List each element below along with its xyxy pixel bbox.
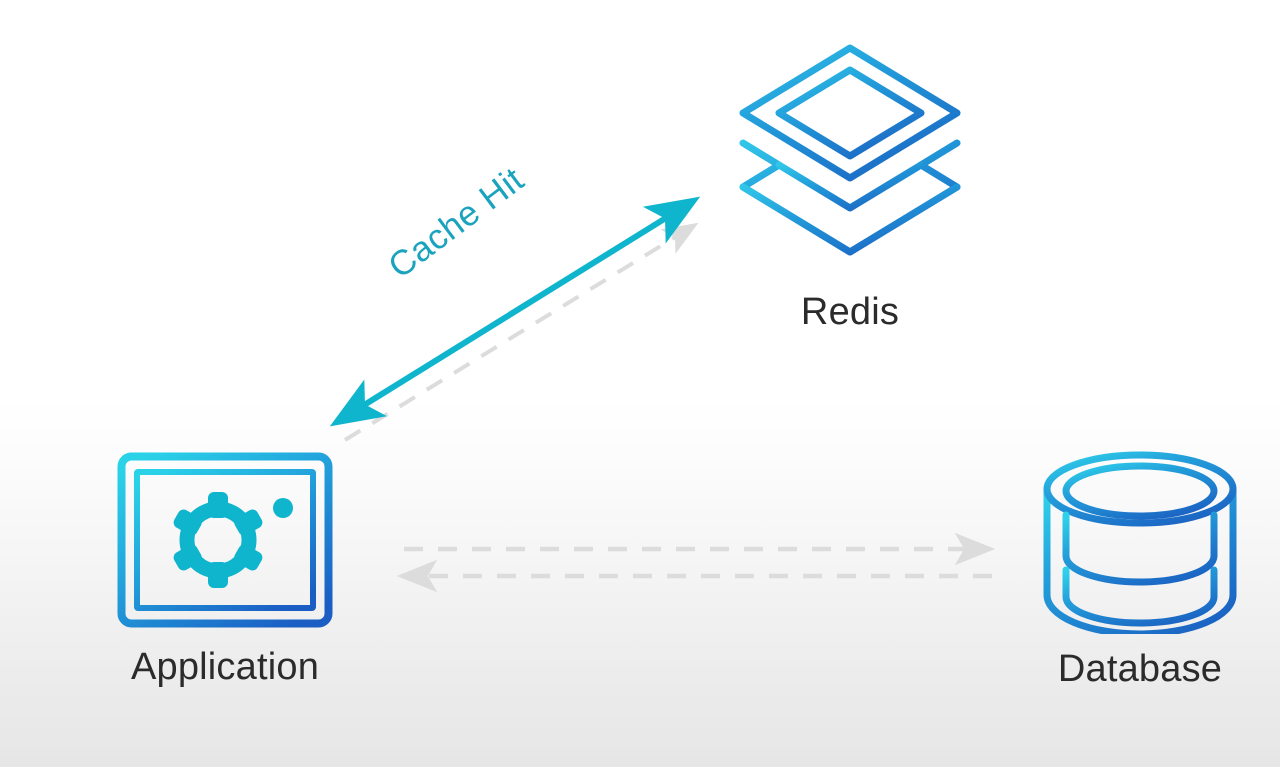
node-application[interactable]: Application bbox=[60, 452, 390, 686]
node-redis[interactable]: Redis bbox=[660, 40, 1040, 331]
app-window-gear-icon bbox=[117, 452, 333, 628]
stacked-layers-icon bbox=[735, 40, 965, 275]
node-database[interactable]: Database bbox=[1000, 450, 1280, 688]
node-label-application: Application bbox=[130, 646, 320, 688]
database-cylinder-icon bbox=[1042, 450, 1238, 638]
connector-label-cache-hit: Cache Hit bbox=[381, 159, 532, 287]
node-label-database: Database bbox=[1057, 648, 1223, 690]
connector-cache-hit bbox=[329, 196, 701, 427]
node-label-redis: Redis bbox=[800, 291, 900, 333]
